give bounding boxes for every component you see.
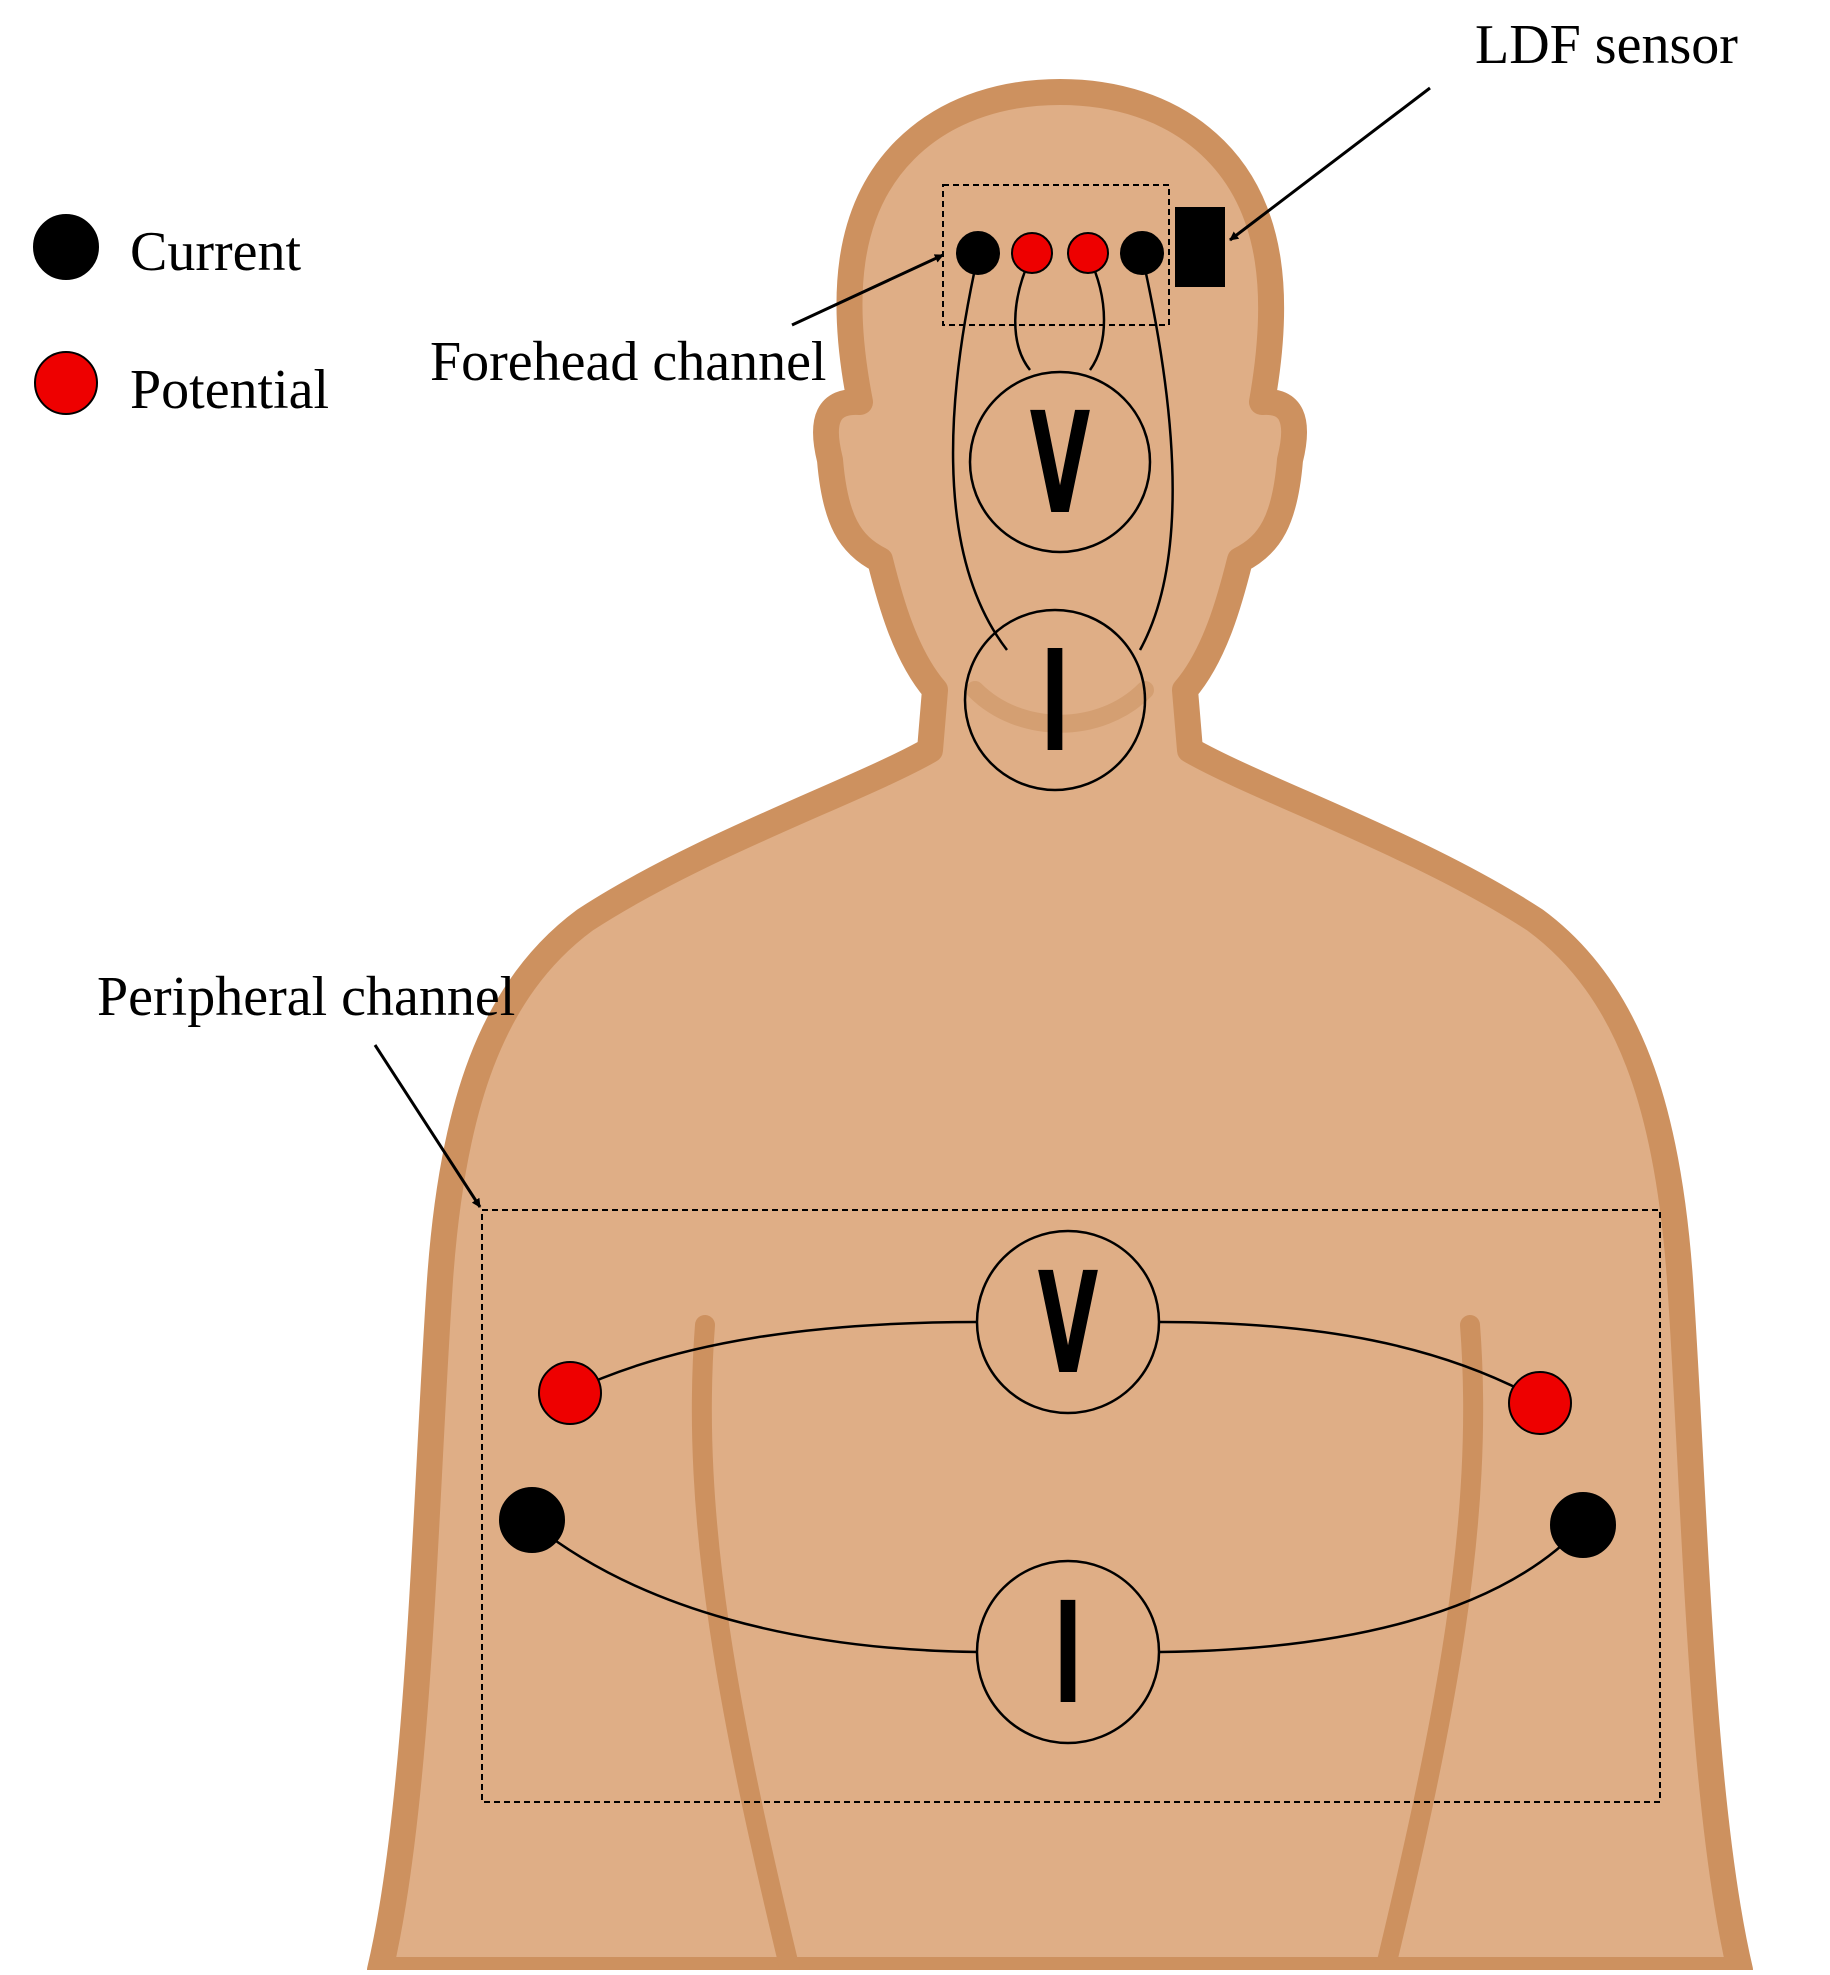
forehead-wire-left-current bbox=[951, 254, 1008, 651]
legend-potential-swatch bbox=[34, 351, 98, 415]
peripheral-current-electrode-left bbox=[499, 1487, 565, 1553]
peripheral-wire-voltage-right bbox=[1159, 1320, 1541, 1402]
peripheral-channel: V I bbox=[481, 1209, 1661, 1803]
peripheral-current-electrode-right bbox=[1550, 1492, 1616, 1558]
forehead-ammeter-symbol: I bbox=[1040, 621, 1069, 783]
legend-current-swatch bbox=[33, 214, 99, 280]
ldf-sensor-block bbox=[1175, 207, 1225, 287]
forehead-current-electrode-right bbox=[1120, 231, 1164, 275]
forehead-wire-right-current bbox=[1138, 254, 1174, 651]
forehead-wires bbox=[951, 254, 1174, 651]
forehead-channel-label: Forehead channel bbox=[430, 331, 826, 393]
peripheral-wire-current-right bbox=[1159, 1524, 1584, 1654]
ldf-sensor-arrow bbox=[1229, 86, 1431, 242]
peripheral-potential-electrode-left bbox=[538, 1361, 602, 1425]
forehead-voltmeter bbox=[968, 370, 1152, 554]
forehead-voltmeter-symbol: V bbox=[1030, 383, 1090, 545]
peripheral-channel-label: Peripheral channel bbox=[97, 966, 515, 1028]
legend-potential-label: Potential bbox=[130, 359, 329, 421]
forehead-channel-arrow bbox=[791, 253, 944, 327]
peripheral-ammeter-symbol: I bbox=[1053, 1573, 1082, 1735]
forehead-potential-electrode-left bbox=[1011, 232, 1053, 274]
forehead-ammeter bbox=[963, 608, 1147, 792]
legend-current-label: Current bbox=[130, 221, 302, 283]
right-arm-crease bbox=[1375, 1315, 1484, 1975]
callouts: LDF sensor Forehead channel Peripheral c… bbox=[97, 14, 1738, 1208]
ldf-sensor-label: LDF sensor bbox=[1475, 14, 1738, 76]
body-outline bbox=[367, 79, 1753, 1975]
peripheral-channel-arrow bbox=[373, 1044, 482, 1208]
peripheral-voltmeter-symbol: V bbox=[1038, 1243, 1098, 1405]
human-silhouette bbox=[367, 79, 1753, 1975]
forehead-potential-electrode-right bbox=[1067, 232, 1109, 274]
peripheral-wire-voltage-left bbox=[569, 1320, 979, 1394]
peripheral-voltmeter bbox=[975, 1229, 1161, 1415]
peripheral-potential-electrode-right bbox=[1508, 1371, 1572, 1435]
peripheral-wire-current-left bbox=[531, 1522, 979, 1654]
forehead-current-electrode-left bbox=[956, 231, 1000, 275]
left-arm-crease bbox=[691, 1315, 800, 1975]
chin-shadow bbox=[966, 681, 1154, 733]
peripheral-channel-box bbox=[481, 1209, 1661, 1803]
peripheral-ammeter bbox=[975, 1559, 1161, 1745]
legend: Current Potential bbox=[33, 214, 329, 421]
peripheral-wires bbox=[531, 1320, 1584, 1654]
